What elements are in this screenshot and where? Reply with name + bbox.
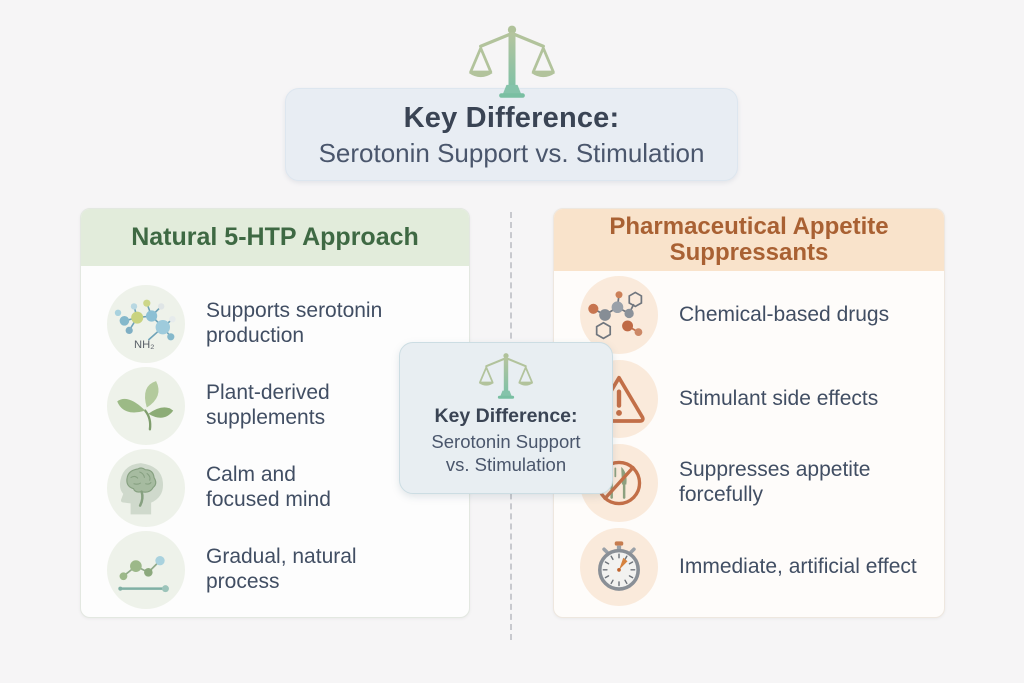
center-card-subtitle: Serotonin Support vs. Stimulation xyxy=(431,431,581,476)
right-panel-header: Pharmaceutical Appetite Suppressants xyxy=(554,209,944,271)
key-difference-header: Key Difference: Serotonin Support vs. St… xyxy=(285,88,738,181)
right-panel-title: Pharmaceutical Appetite Suppressants xyxy=(609,212,889,266)
list-item-text: Chemical-based drugs xyxy=(679,302,890,326)
list-item-text: Supports serotonin production xyxy=(206,299,383,347)
molecule-nh2-label: NH₂ xyxy=(134,339,155,351)
list-item-text: Suppresses appetite forcefully xyxy=(679,458,871,506)
balance-scale-icon xyxy=(468,25,556,98)
left-panel-title: Natural 5-HTP Approach xyxy=(131,222,419,251)
serotonin-molecule-icon: NH₂ xyxy=(107,285,185,363)
gradual-progress-icon xyxy=(107,531,185,609)
left-panel-header: Natural 5-HTP Approach xyxy=(81,209,469,266)
header-title: Key Difference: xyxy=(403,102,620,134)
list-item: Suppresses appetite forcefully xyxy=(580,444,944,522)
list-item: Immediate, artificial effect xyxy=(580,528,944,606)
stopwatch-icon xyxy=(580,528,658,606)
list-item: Stimulant side effects xyxy=(580,360,944,438)
left-panel-items: NH₂ Supports serotonin production Plant-… xyxy=(81,266,469,609)
plant-leaves-icon xyxy=(107,367,185,445)
list-item-text: Plant-derived supplements xyxy=(206,381,330,429)
center-card-title: Key Difference: xyxy=(434,405,578,427)
balance-scale-icon xyxy=(478,353,534,399)
list-item-text: Calm and focused mind xyxy=(206,463,331,511)
list-item-text: Immediate, artificial effect xyxy=(679,554,917,578)
key-difference-center-card: Key Difference: Serotonin Support vs. St… xyxy=(399,342,613,494)
list-item: Calm and focused mind xyxy=(107,449,469,527)
list-item: Plant-derived supplements xyxy=(107,367,469,445)
list-item-text: Gradual, natural process xyxy=(206,545,357,593)
list-item: Chemical-based drugs xyxy=(580,276,944,354)
calm-brain-icon xyxy=(107,449,185,527)
chemical-molecule-icon xyxy=(580,276,658,354)
list-item: NH₂ Supports serotonin production xyxy=(107,285,469,363)
header-subtitle: Serotonin Support vs. Stimulation xyxy=(318,138,705,168)
list-item: Gradual, natural process xyxy=(107,531,469,609)
list-item-text: Stimulant side effects xyxy=(679,386,879,410)
